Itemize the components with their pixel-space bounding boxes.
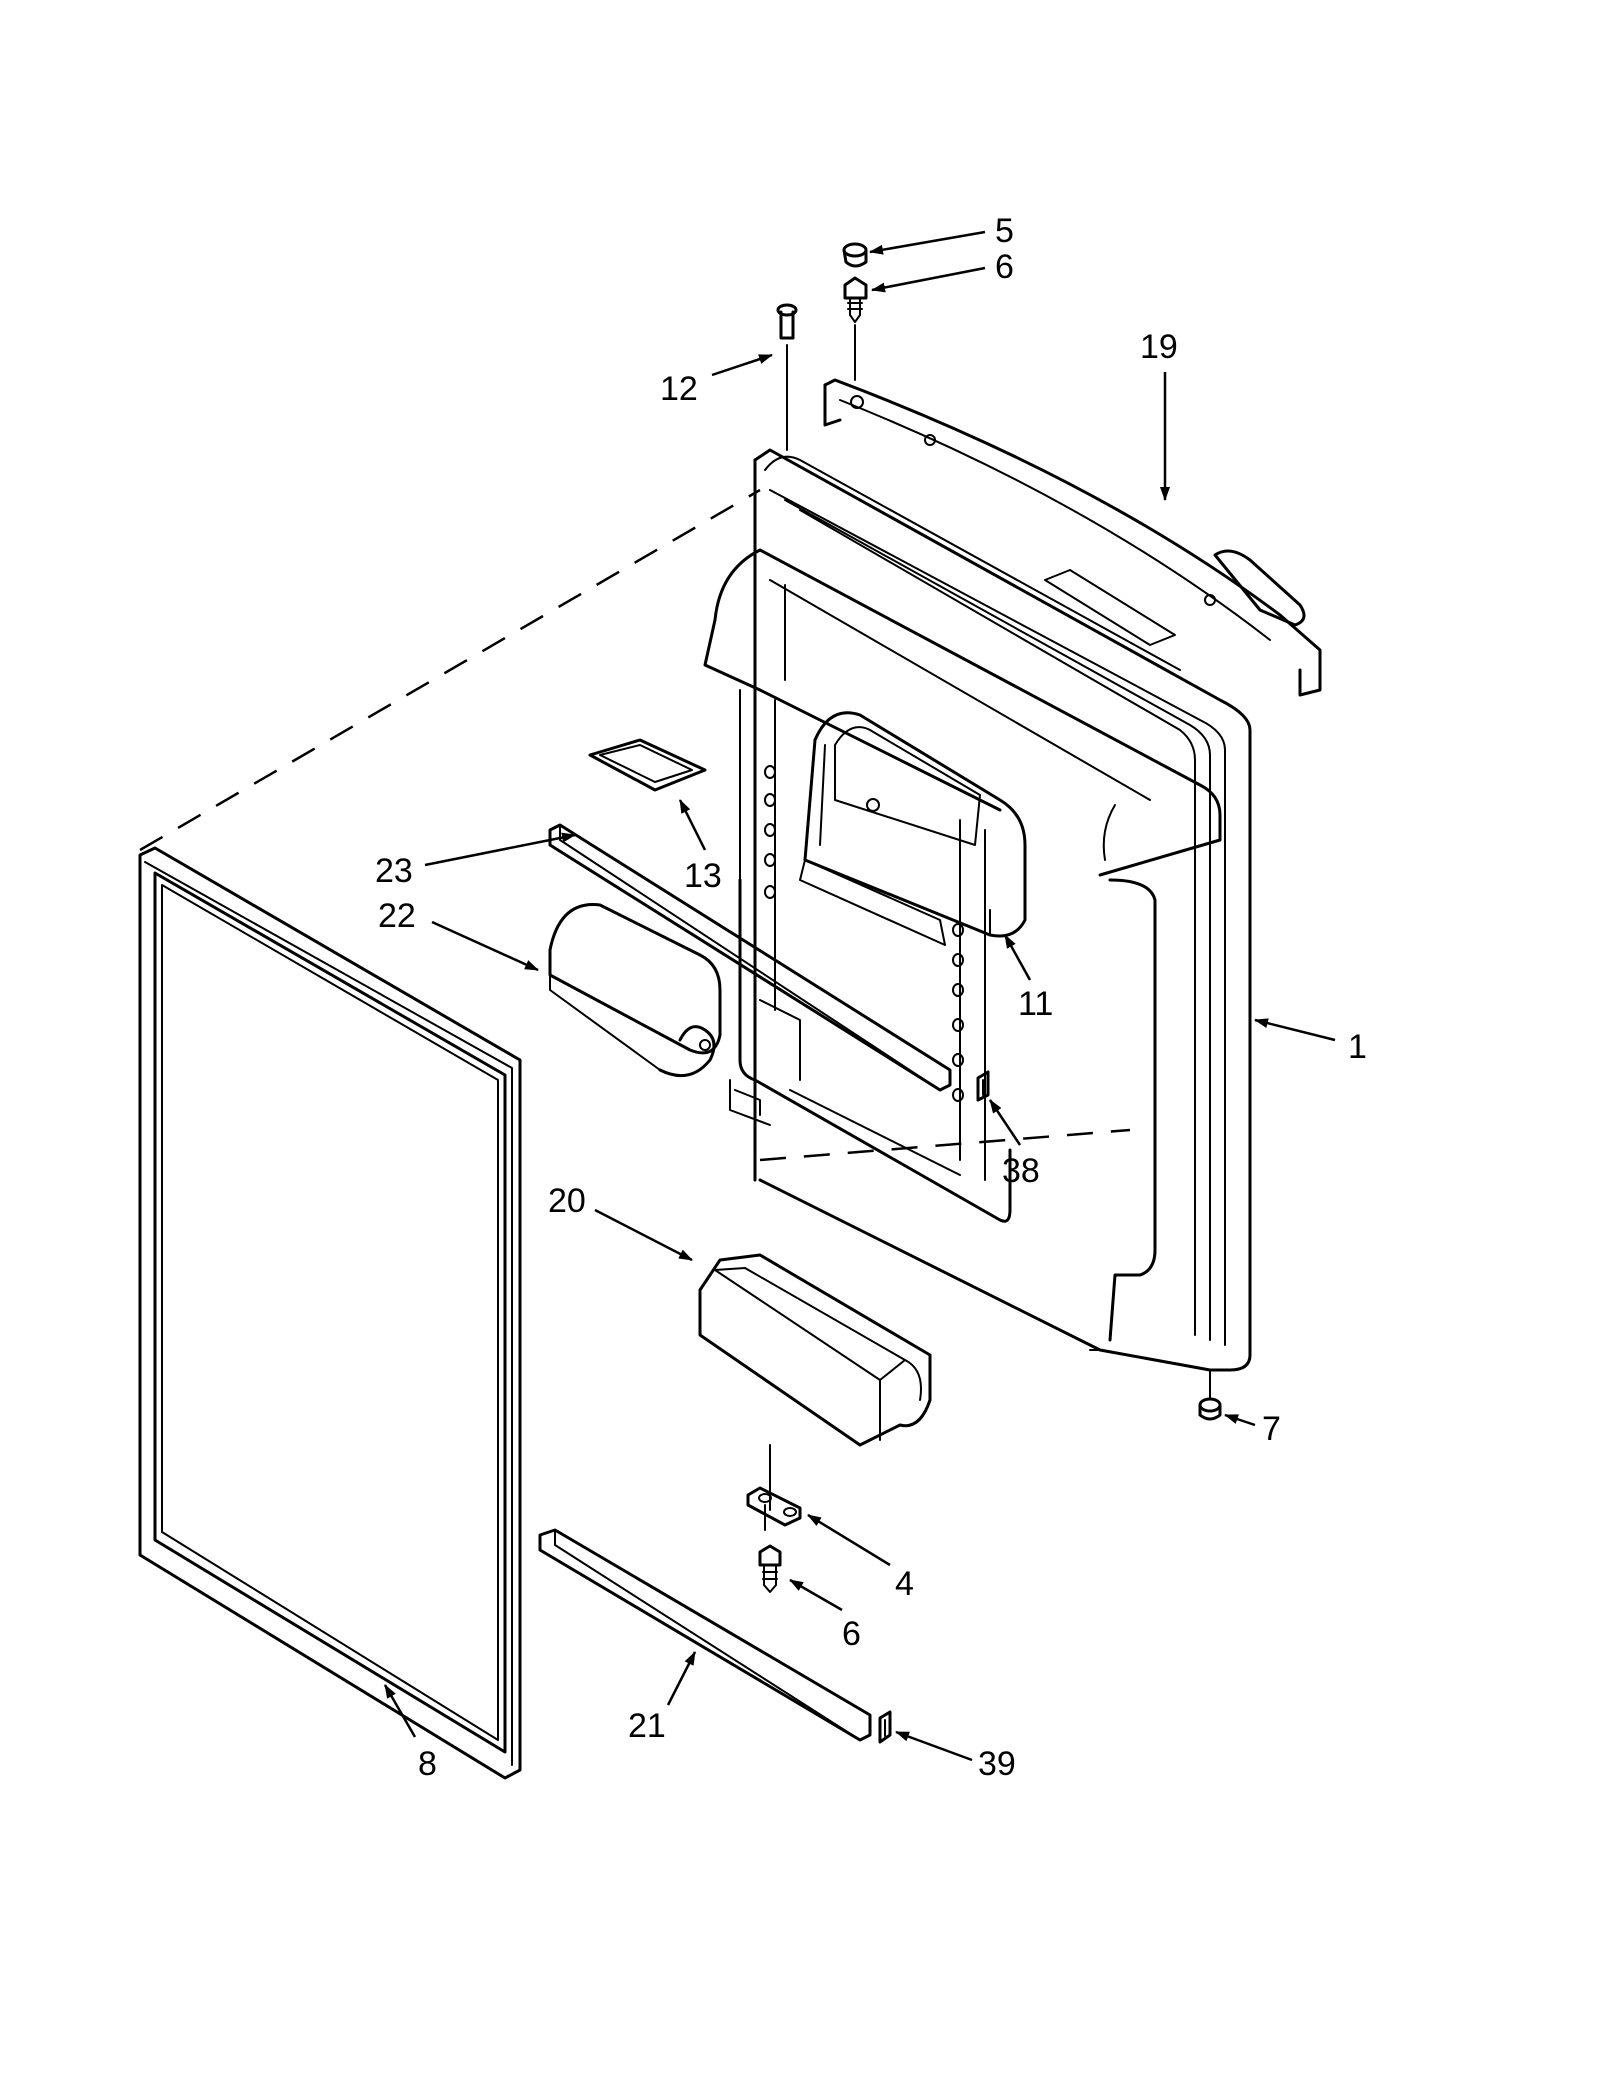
callout-4: 4 <box>895 1565 914 1603</box>
bushing-part-7 <box>1198 1397 1222 1421</box>
door-gasket-part-8 <box>138 846 522 1780</box>
end-clip-part-39 <box>878 1710 892 1744</box>
hinge-screw-part-6-top <box>843 276 868 323</box>
door-assembly-part-1 <box>703 448 1252 1372</box>
door-bin-part-11 <box>799 711 1027 946</box>
callout-19: 19 <box>1140 328 1178 366</box>
leader-lines <box>383 230 1336 1762</box>
hinge-pin-part-12 <box>776 303 798 340</box>
dairy-bin-part-22 <box>548 903 722 1078</box>
callout-20: 20 <box>548 1182 586 1220</box>
hinge-screw-part-6-bottom <box>758 1544 782 1593</box>
callout-13: 13 <box>684 857 722 895</box>
callout-21: 21 <box>628 1707 666 1745</box>
trim-rail-part-21 <box>538 1528 872 1742</box>
callout-8: 8 <box>418 1745 437 1783</box>
clip-part-38 <box>976 1070 990 1102</box>
shelf-pin-holes <box>764 765 964 1102</box>
door-bin-part-20 <box>698 1253 932 1447</box>
callout-1: 1 <box>1348 1028 1367 1066</box>
top-trim-part-19 <box>823 378 1322 697</box>
callout-12: 12 <box>660 370 698 408</box>
callout-5: 5 <box>995 212 1014 250</box>
callout-11: 11 <box>1018 985 1053 1023</box>
callout-labels: 5 6 19 12 13 23 22 11 1 38 20 7 4 6 21 8… <box>375 212 1367 1783</box>
callout-7: 7 <box>1262 1410 1281 1448</box>
cover-part-13 <box>588 738 707 792</box>
callout-6-bottom: 6 <box>842 1615 861 1653</box>
cap-part-5 <box>842 242 868 268</box>
callout-38: 38 <box>1002 1152 1040 1190</box>
callout-23: 23 <box>375 852 413 890</box>
callout-39: 39 <box>978 1745 1016 1783</box>
shelf-rail-part-23 <box>548 823 952 1092</box>
callout-6: 6 <box>995 248 1014 286</box>
bottom-hinge-part-4 <box>746 1486 802 1531</box>
callout-22: 22 <box>378 897 416 935</box>
